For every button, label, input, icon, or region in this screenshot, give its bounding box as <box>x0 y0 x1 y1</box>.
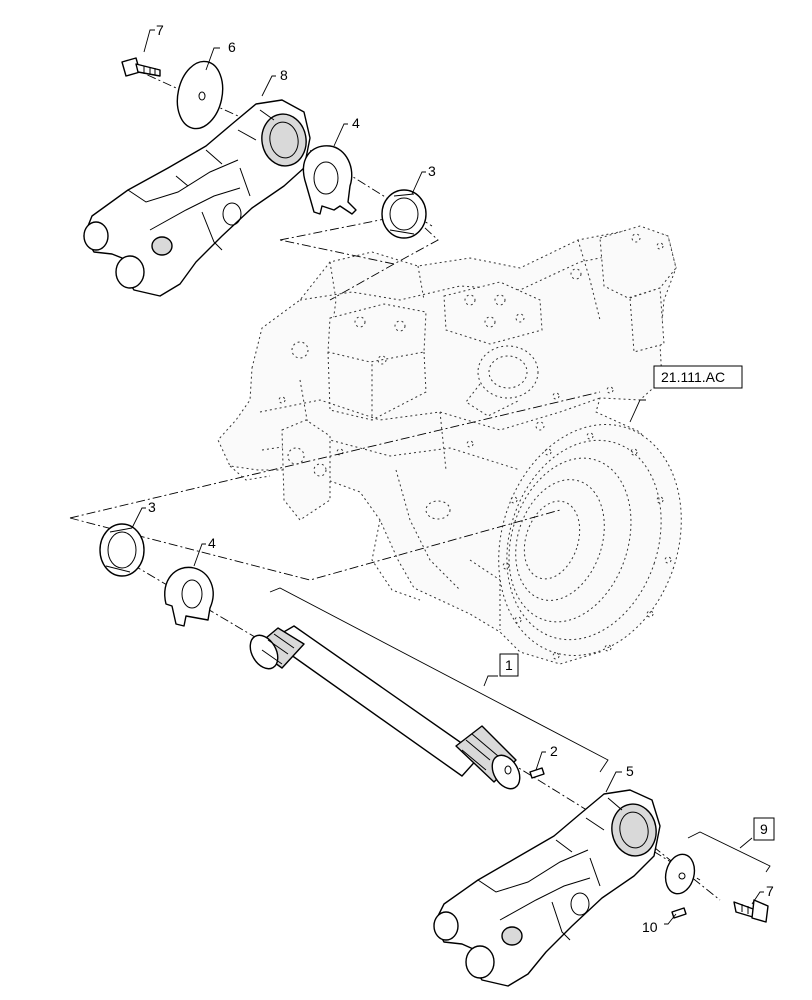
callout-7-top: 7 <box>156 22 164 38</box>
callout-10: 10 <box>642 919 658 935</box>
callout-8: 8 <box>280 67 288 83</box>
callout-4-mid: 4 <box>208 535 216 551</box>
roll-pin <box>529 767 545 779</box>
seal-middle <box>99 523 145 577</box>
callout-labels: 7 6 8 4 3 3 4 2 5 7 10 1 9 21.111.AC <box>148 22 775 935</box>
reference-label: 21.111.AC <box>661 369 725 385</box>
lower-lift-arm <box>433 789 661 987</box>
bolt-bottom <box>733 899 769 923</box>
callout-2: 2 <box>550 743 558 759</box>
dowel-pin <box>671 907 687 919</box>
seal-top <box>381 189 427 239</box>
callout-1: 1 <box>505 657 513 673</box>
callout-1-box <box>499 653 519 677</box>
upper-lift-arm <box>83 99 311 297</box>
washer-bottom <box>664 853 696 895</box>
reference-box <box>653 365 743 389</box>
bolt-top <box>121 57 161 77</box>
callout-9-box <box>753 817 775 841</box>
callout-3-mid: 3 <box>148 499 156 515</box>
callout-6: 6 <box>228 39 236 55</box>
retainer-plate-top <box>302 145 357 215</box>
callout-3-top: 3 <box>428 163 436 179</box>
callout-9: 9 <box>760 821 768 837</box>
washer-top <box>176 60 224 130</box>
leader-lines <box>131 29 771 925</box>
callout-5: 5 <box>626 763 634 779</box>
flange-ring-ghost <box>498 424 682 660</box>
callout-7-bottom: 7 <box>766 883 774 899</box>
splined-cross-shaft <box>249 625 521 790</box>
callout-4-top: 4 <box>352 115 360 131</box>
retainer-plate-middle <box>164 566 214 627</box>
